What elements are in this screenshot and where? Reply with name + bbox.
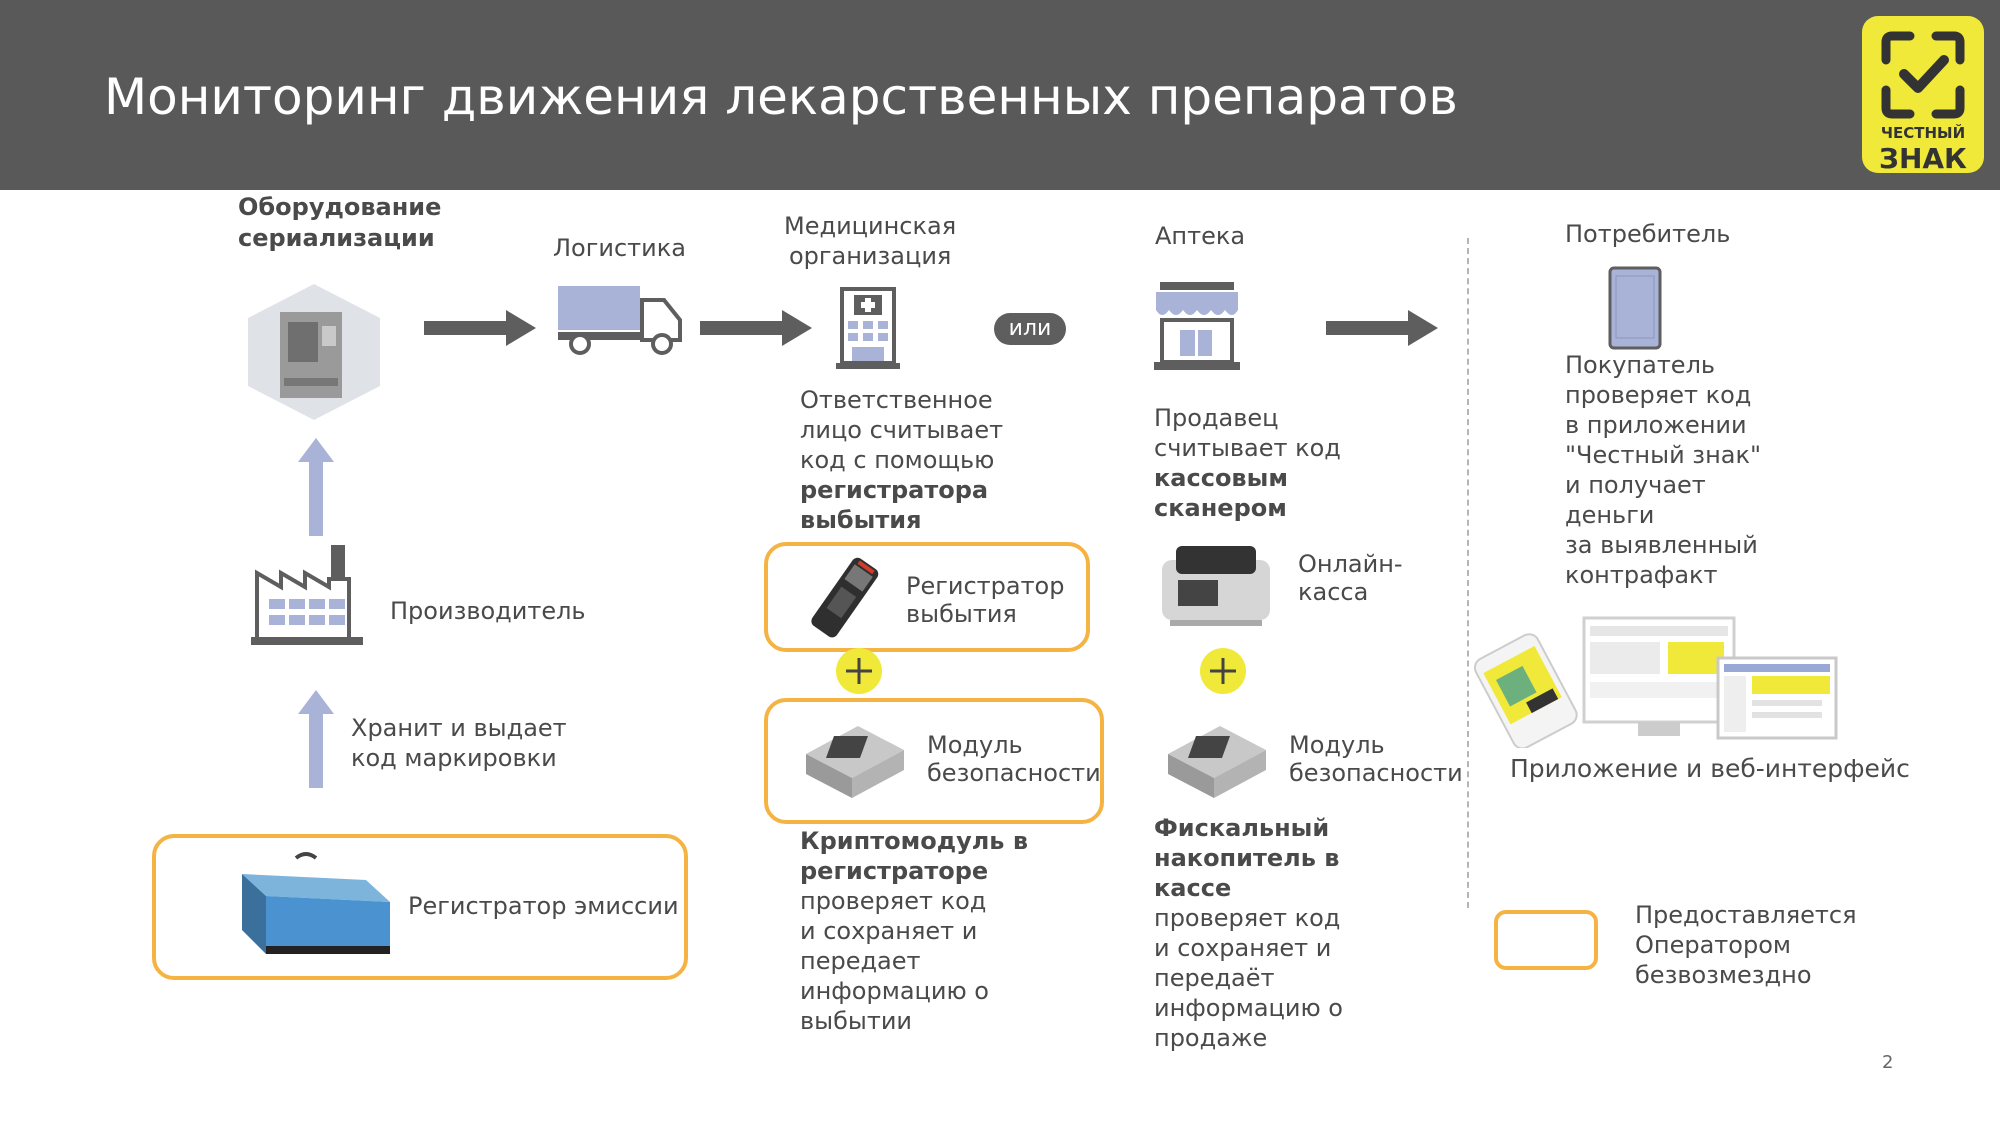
logo-text-top: ЧЕСТНЫЙ [1880, 124, 1966, 142]
legend-orange-box [1494, 910, 1598, 970]
disposal-registrar-line1: Регистратор [906, 572, 1065, 600]
consumer-separator-line [1467, 238, 1469, 908]
fiscal-desc-line5: продаже [1154, 1024, 1268, 1052]
handheld-scanner-image [811, 557, 879, 638]
truck-icon [558, 286, 682, 355]
medical-desc-line2: лицо считывает [800, 416, 1004, 444]
pharmacy-shop-icon [1154, 282, 1240, 370]
online-cash-register-image [1162, 546, 1270, 626]
pharmacy-module-line1: Модуль [1289, 731, 1385, 759]
emission-registrar-label: Регистратор эмиссии [408, 892, 679, 920]
security-module-box [764, 698, 1104, 824]
medical-desc-bold1: регистратора [800, 476, 989, 504]
pharmacy-desc-line2: считывает код [1154, 434, 1341, 462]
consumer-description: Покупатель проверяет код в приложении "Ч… [1565, 350, 1761, 590]
consumer-desc-line: Покупатель [1565, 351, 1716, 379]
producer-label: Производитель [390, 597, 586, 625]
medical-desc-bold2: выбытия [800, 506, 922, 534]
medical-desc-line3: код с помощью [800, 446, 995, 474]
security-module-image [1168, 726, 1266, 798]
crypto-desc-bold2: регистраторе [800, 857, 989, 885]
medical-label-line2: организация [789, 242, 952, 270]
pharmacy-module-line2: безопасности [1289, 759, 1463, 787]
crypto-desc-line5: выбытии [800, 1007, 913, 1035]
page-title: Мониторинг движения лекарственных препар… [104, 68, 1458, 126]
logo-text-bottom: ЗНАК [1879, 142, 1967, 175]
arrow-right-icon [424, 310, 536, 346]
consumer-desc-line: контрафакт [1565, 561, 1718, 589]
medical-desc-line1: Ответственное [800, 386, 993, 414]
pharmacy-desc-bold1: кассовым [1154, 464, 1288, 492]
consumer-desc-line: деньги [1565, 501, 1655, 529]
consumer-desc-line: проверяет код [1565, 381, 1752, 409]
chestny-znak-logo: ЧЕСТНЫЙ ЗНАК [1862, 16, 1984, 175]
pharmacy-desc-bold2: сканером [1154, 494, 1287, 522]
serialization-equipment-image [248, 284, 380, 420]
consumer-desc-line: и получает [1565, 471, 1706, 499]
crypto-desc-line1: проверяет код [800, 887, 987, 915]
fiscal-desc-bold2: накопитель в [1154, 844, 1340, 872]
equipment-label-line1: Оборудование [238, 193, 442, 221]
pharmacy-desc-line1: Продавец [1154, 404, 1279, 432]
factory-icon [251, 545, 363, 645]
crypto-desc-line3: передает [800, 947, 921, 975]
page-number: 2 [1882, 1052, 1894, 1073]
security-module-image [806, 726, 904, 798]
emission-registrar-box [152, 834, 688, 980]
cash-register-line1: Онлайн- [1298, 550, 1403, 578]
consumer-desc-line: за выявленный [1565, 531, 1758, 559]
security-module-line2: безопасности [927, 759, 1101, 787]
app-and-web-interface-image [1473, 616, 1838, 748]
plus-icon [1200, 648, 1246, 694]
fiscal-desc-bold1: Фискальный [1154, 814, 1330, 842]
crypto-desc-bold1: Криптомодуль в [800, 827, 1029, 855]
disposal-registrar-box [764, 542, 1090, 652]
arrow-right-icon [1326, 310, 1438, 346]
checkmark-frame-icon [1881, 31, 1965, 119]
fiscal-desc-bold3: кассе [1154, 874, 1232, 902]
legend-line3: безвозмездно [1635, 961, 1812, 989]
pharmacy-label: Аптека [1155, 222, 1246, 250]
stores-code-line1: Хранит и выдает [351, 714, 567, 742]
equipment-label-line2: сериализации [238, 224, 435, 252]
hospital-icon [836, 287, 900, 369]
security-module-line1: Модуль [927, 731, 1023, 759]
smartphone-icon [1608, 266, 1662, 350]
fiscal-desc-line2: и сохраняет и [1154, 934, 1332, 962]
or-badge-label: или [1008, 316, 1052, 341]
stores-code-line2: код маркировки [351, 744, 557, 772]
disposal-registrar-line2: выбытия [906, 600, 1017, 628]
arrow-up-icon [298, 438, 334, 536]
app-caption: Приложение и веб-интерфейс [1510, 754, 1910, 783]
consumer-label: Потребитель [1565, 220, 1731, 248]
fiscal-desc-line3: передаёт [1154, 964, 1275, 992]
arrow-up-icon [298, 690, 334, 788]
header-bar [0, 0, 2000, 190]
legend-line1: Предоставляется [1635, 901, 1857, 929]
fiscal-desc-line4: информацию о [1154, 994, 1343, 1022]
server-rack-image [242, 852, 390, 954]
logistics-label: Логистика [553, 234, 686, 262]
crypto-desc-line4: информацию о [800, 977, 989, 1005]
arrow-right-icon [700, 310, 812, 346]
crypto-desc-line2: и сохраняет и [800, 917, 978, 945]
legend-line2: Оператором [1635, 931, 1791, 959]
consumer-desc-line: "Честный знак" [1565, 441, 1761, 469]
medical-label-line1: Медицинская [784, 212, 957, 240]
plus-icon [836, 648, 882, 694]
cash-register-line2: касса [1298, 578, 1369, 606]
consumer-desc-line: в приложении [1565, 411, 1747, 439]
or-badge: или [994, 313, 1066, 345]
fiscal-desc-line1: проверяет код [1154, 904, 1341, 932]
